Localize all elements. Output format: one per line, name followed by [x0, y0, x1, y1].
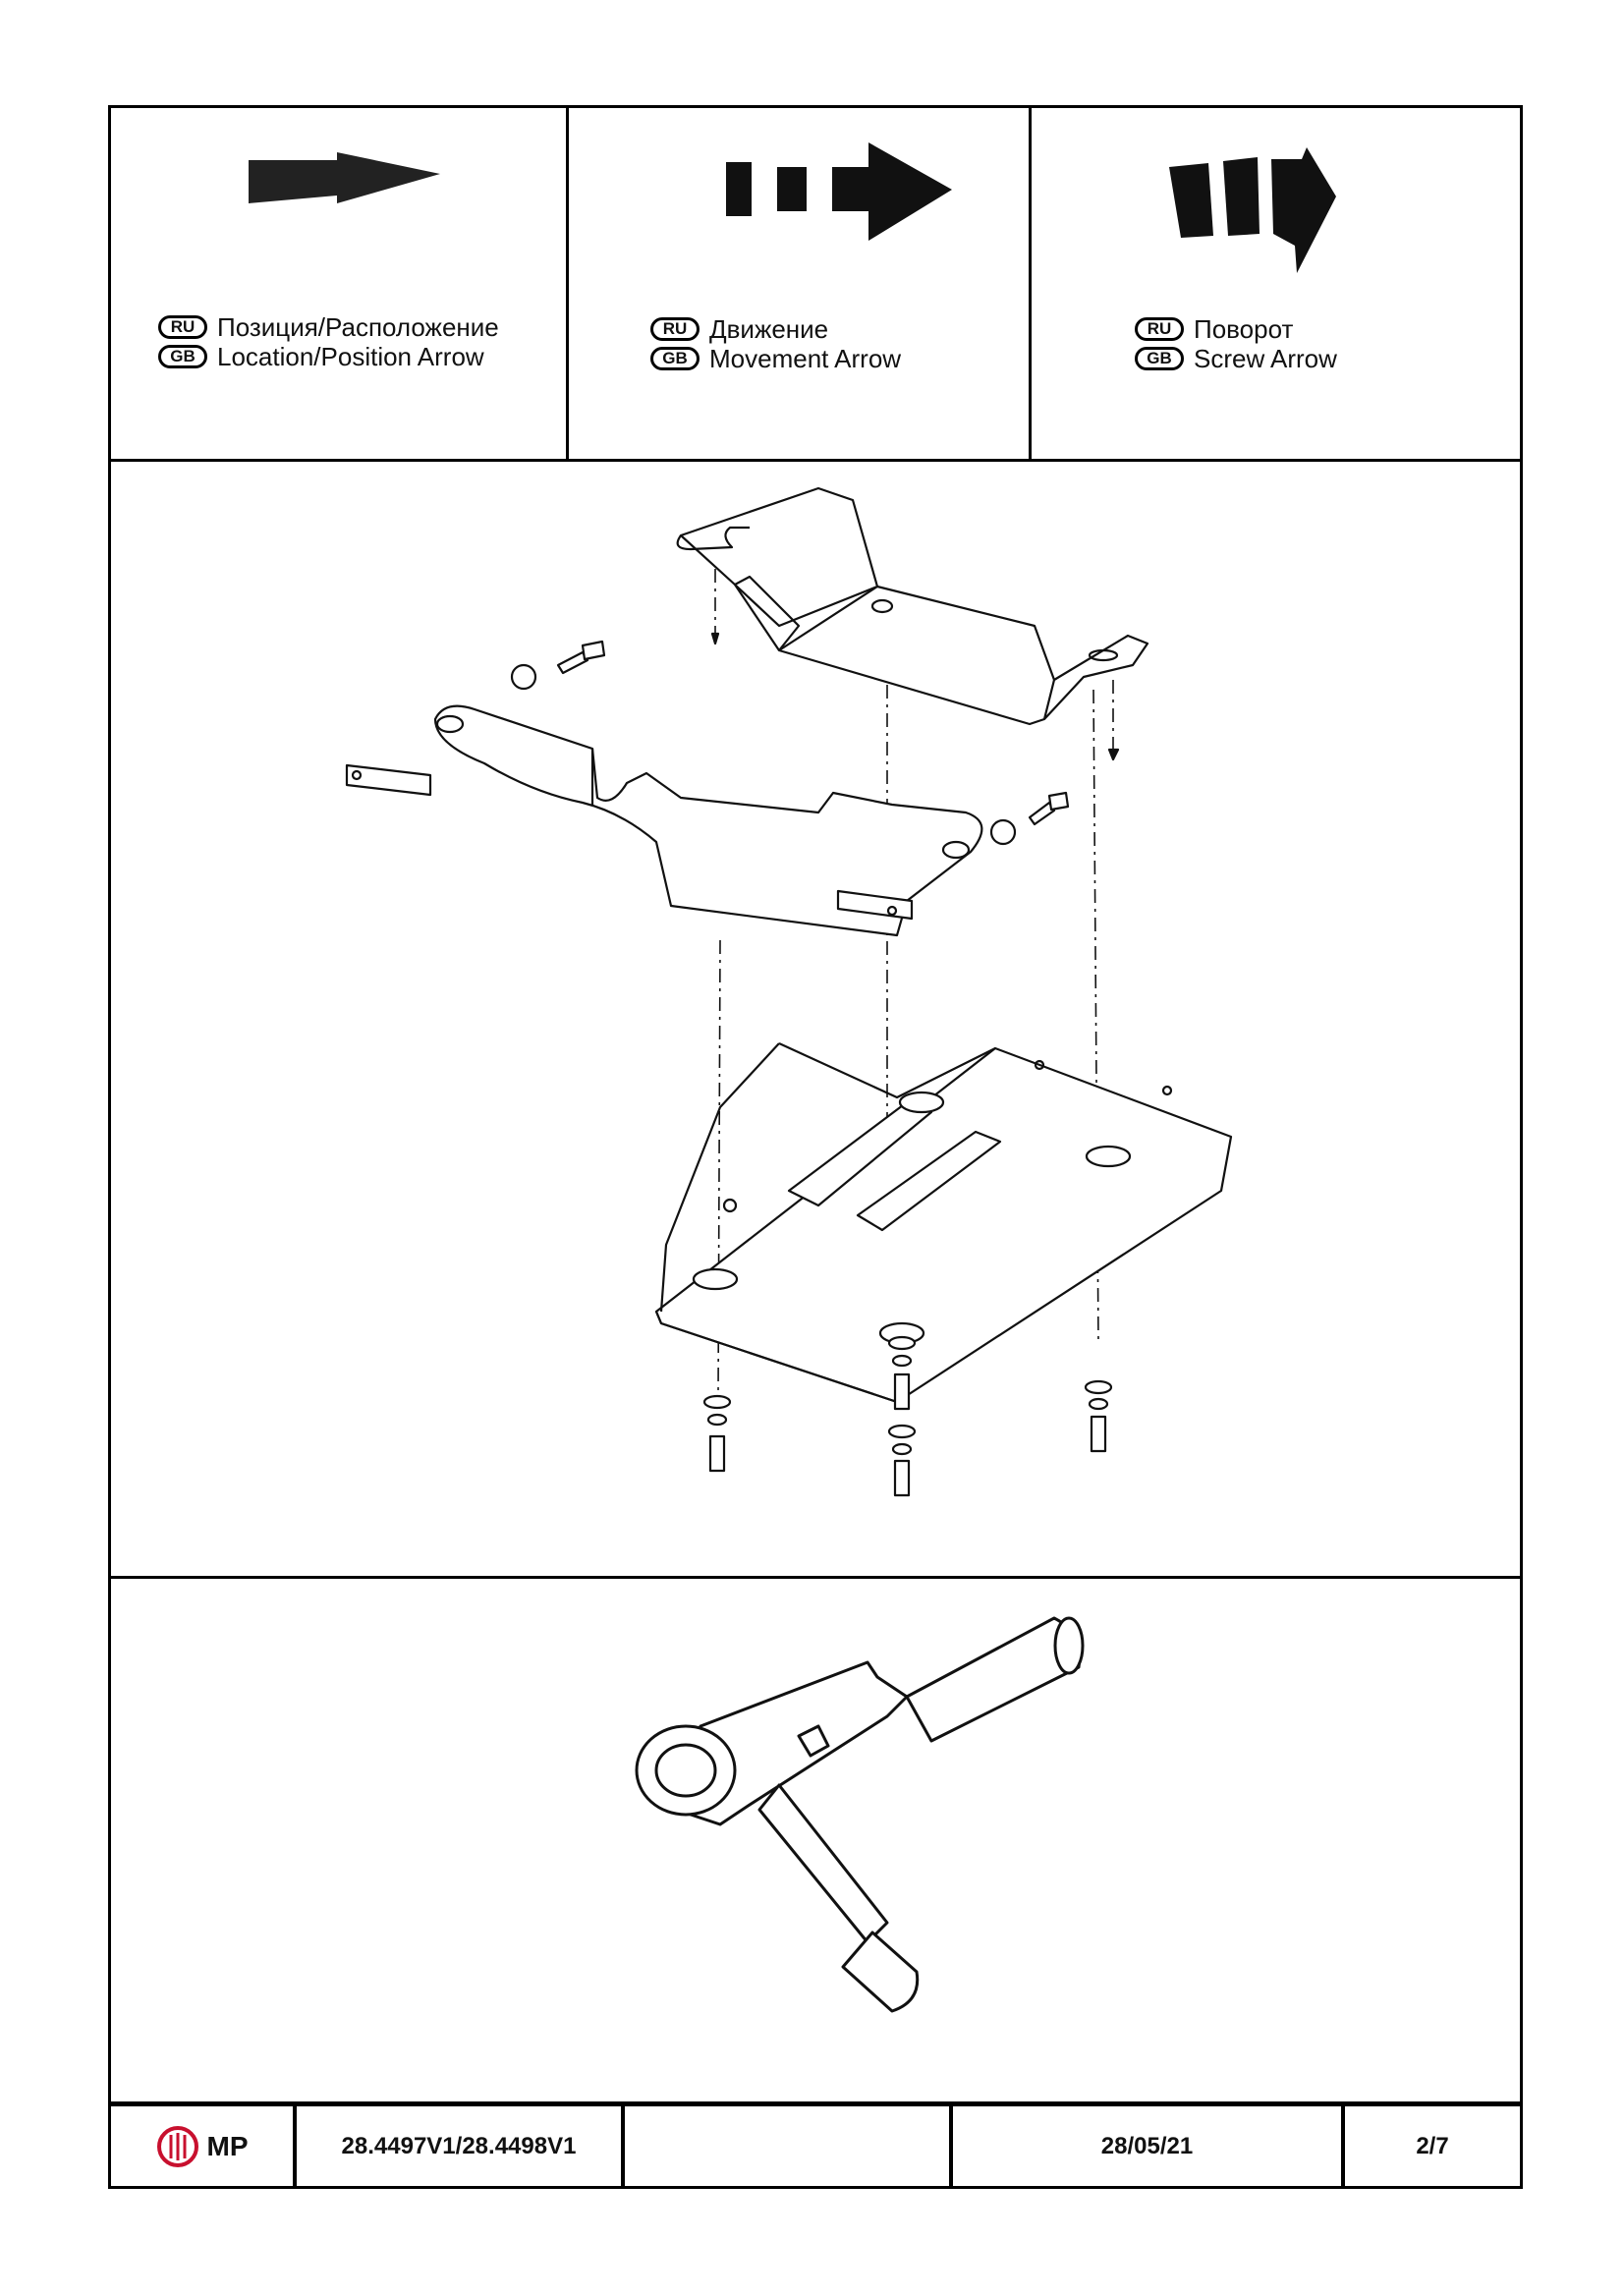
- ru-badge: RU: [1135, 317, 1184, 341]
- legend-text: RU Позиция/Расположение GB Location/Positi…: [158, 312, 499, 371]
- footer-divider: [293, 2106, 297, 2186]
- gb-badge: GB: [158, 345, 207, 368]
- instruction-sheet: RU Позиция/Расположение GB Location/Positi…: [108, 105, 1523, 2189]
- legend-ru-label: Позиция/Расположение: [217, 312, 499, 342]
- legend-divider: [566, 108, 569, 459]
- movement-arrow-icon: [726, 142, 952, 241]
- revision-date: 28/05/21: [1100, 2132, 1194, 2159]
- legend-divider: [1029, 108, 1032, 459]
- legend-ru-label: Движение: [709, 314, 829, 344]
- skid-plate: [654, 1042, 1233, 1404]
- title-block: MP 28.4497V1/28.4498V1 28/05/21 2/7: [111, 2101, 1520, 2186]
- legend-screw: RU Поворот GB Screw Arrow: [1032, 108, 1523, 459]
- section-divider: [111, 1576, 1520, 1579]
- bolt: [1028, 801, 1056, 826]
- footer-divider: [621, 2106, 625, 2186]
- footer-divider: [1341, 2106, 1345, 2186]
- ratchet-wrench-illustration: [111, 1579, 1520, 2106]
- logo-icon: [156, 2125, 198, 2167]
- ru-badge: RU: [158, 315, 207, 339]
- legend-gb-label: Location/Position Arrow: [217, 342, 484, 371]
- screw-arrow-icon: [1169, 147, 1336, 273]
- footer-divider: [949, 2106, 953, 2186]
- legend-text: RU Поворот GB Screw Arrow: [1135, 314, 1337, 373]
- legend-gb-label: Movement Arrow: [709, 344, 902, 373]
- bolt: [556, 650, 589, 675]
- blank-field: [625, 2106, 949, 2186]
- assembly-diagram: [111, 459, 1520, 1576]
- spacer-plate: [345, 763, 432, 797]
- company-logo: MP: [111, 2106, 293, 2186]
- washer: [510, 663, 537, 691]
- gb-badge: GB: [1135, 347, 1184, 370]
- lower-fasteners: [702, 1335, 1113, 1497]
- ru-badge: RU: [650, 317, 700, 341]
- washer: [989, 818, 1017, 846]
- page-number: 2/7: [1416, 2132, 1449, 2159]
- part-number: 28.4497V1/28.4498V1: [341, 2132, 577, 2159]
- arrowhead-icon: [1107, 748, 1120, 761]
- legend-location: RU Позиция/Расположение GB Location/Positi…: [111, 108, 566, 459]
- legend-gb-label: Screw Arrow: [1194, 344, 1337, 373]
- arrowhead-icon: [710, 632, 720, 645]
- legend-ru-label: Поворот: [1194, 314, 1294, 344]
- legend-movement: RU Движение GB Movement Arrow: [569, 108, 1029, 459]
- top-bracket: [676, 486, 1149, 726]
- logo-text: MP: [206, 2130, 249, 2161]
- section-divider: [111, 459, 1520, 462]
- location-arrow-icon: [249, 152, 440, 203]
- middle-bracket: [433, 704, 983, 937]
- legend-text: RU Движение GB Movement Arrow: [650, 314, 901, 373]
- gb-badge: GB: [650, 347, 700, 370]
